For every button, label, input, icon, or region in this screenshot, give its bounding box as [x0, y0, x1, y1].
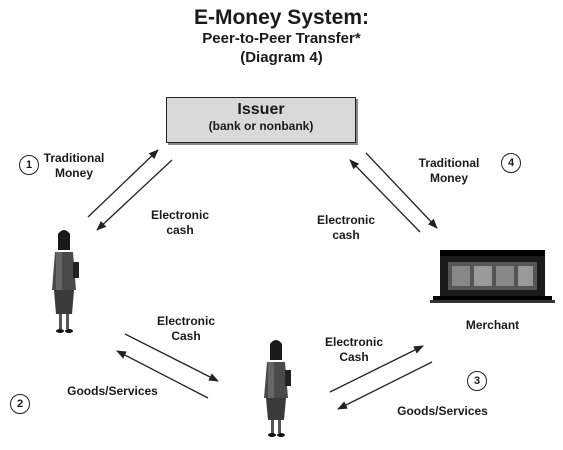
consumer-figure-left	[52, 230, 79, 333]
arrow-electronic-cash-to-issuer	[349, 159, 421, 233]
issuer-type: (bank or nonbank)	[208, 119, 314, 133]
step-2-marker: 2	[10, 394, 30, 414]
issuer-name: Issuer	[237, 101, 285, 118]
step-3-marker: 3	[467, 371, 487, 391]
label-electronic-cash-mid-left: Electronic Cash	[156, 314, 216, 343]
label-electronic-cash-mid-right: Electronic Cash	[324, 335, 384, 364]
label-traditional-money-left: Traditional Money	[43, 151, 105, 180]
arrow-electronic-cash-to-merchant	[329, 345, 424, 393]
label-merchant: Merchant	[465, 318, 520, 332]
arrow-electronic-cash-to-consumer	[96, 159, 173, 231]
arrow-goods-services-to-consumer1	[116, 350, 209, 399]
label-electronic-cash-left: Electronic cash	[150, 208, 210, 237]
arrow-traditional-money-to-issuer	[87, 149, 159, 218]
diagram-title: E-Money System:	[193, 6, 370, 29]
step-1-marker: 1	[19, 155, 39, 175]
label-electronic-cash-right: Electronic cash	[316, 213, 376, 242]
arrow-electronic-cash-to-consumer2	[124, 333, 219, 382]
label-goods-services-right: Goods/Services	[397, 404, 488, 418]
step-4-marker: 4	[501, 153, 521, 173]
diagram-number: (Diagram 4)	[240, 49, 323, 66]
label-goods-services-left: Goods/Services	[67, 384, 158, 398]
arrow-goods-services-to-consumer2	[337, 361, 433, 410]
consumer-figure-center	[264, 340, 291, 437]
label-traditional-money-right: Traditional Money	[418, 156, 480, 185]
diagram-subtitle: Peer-to-Peer Transfer*	[202, 30, 361, 47]
issuer-box: Issuer (bank or nonbank)	[166, 97, 356, 143]
merchant-storefront	[430, 250, 555, 303]
arrow-traditional-money-to-merchant	[365, 152, 438, 229]
